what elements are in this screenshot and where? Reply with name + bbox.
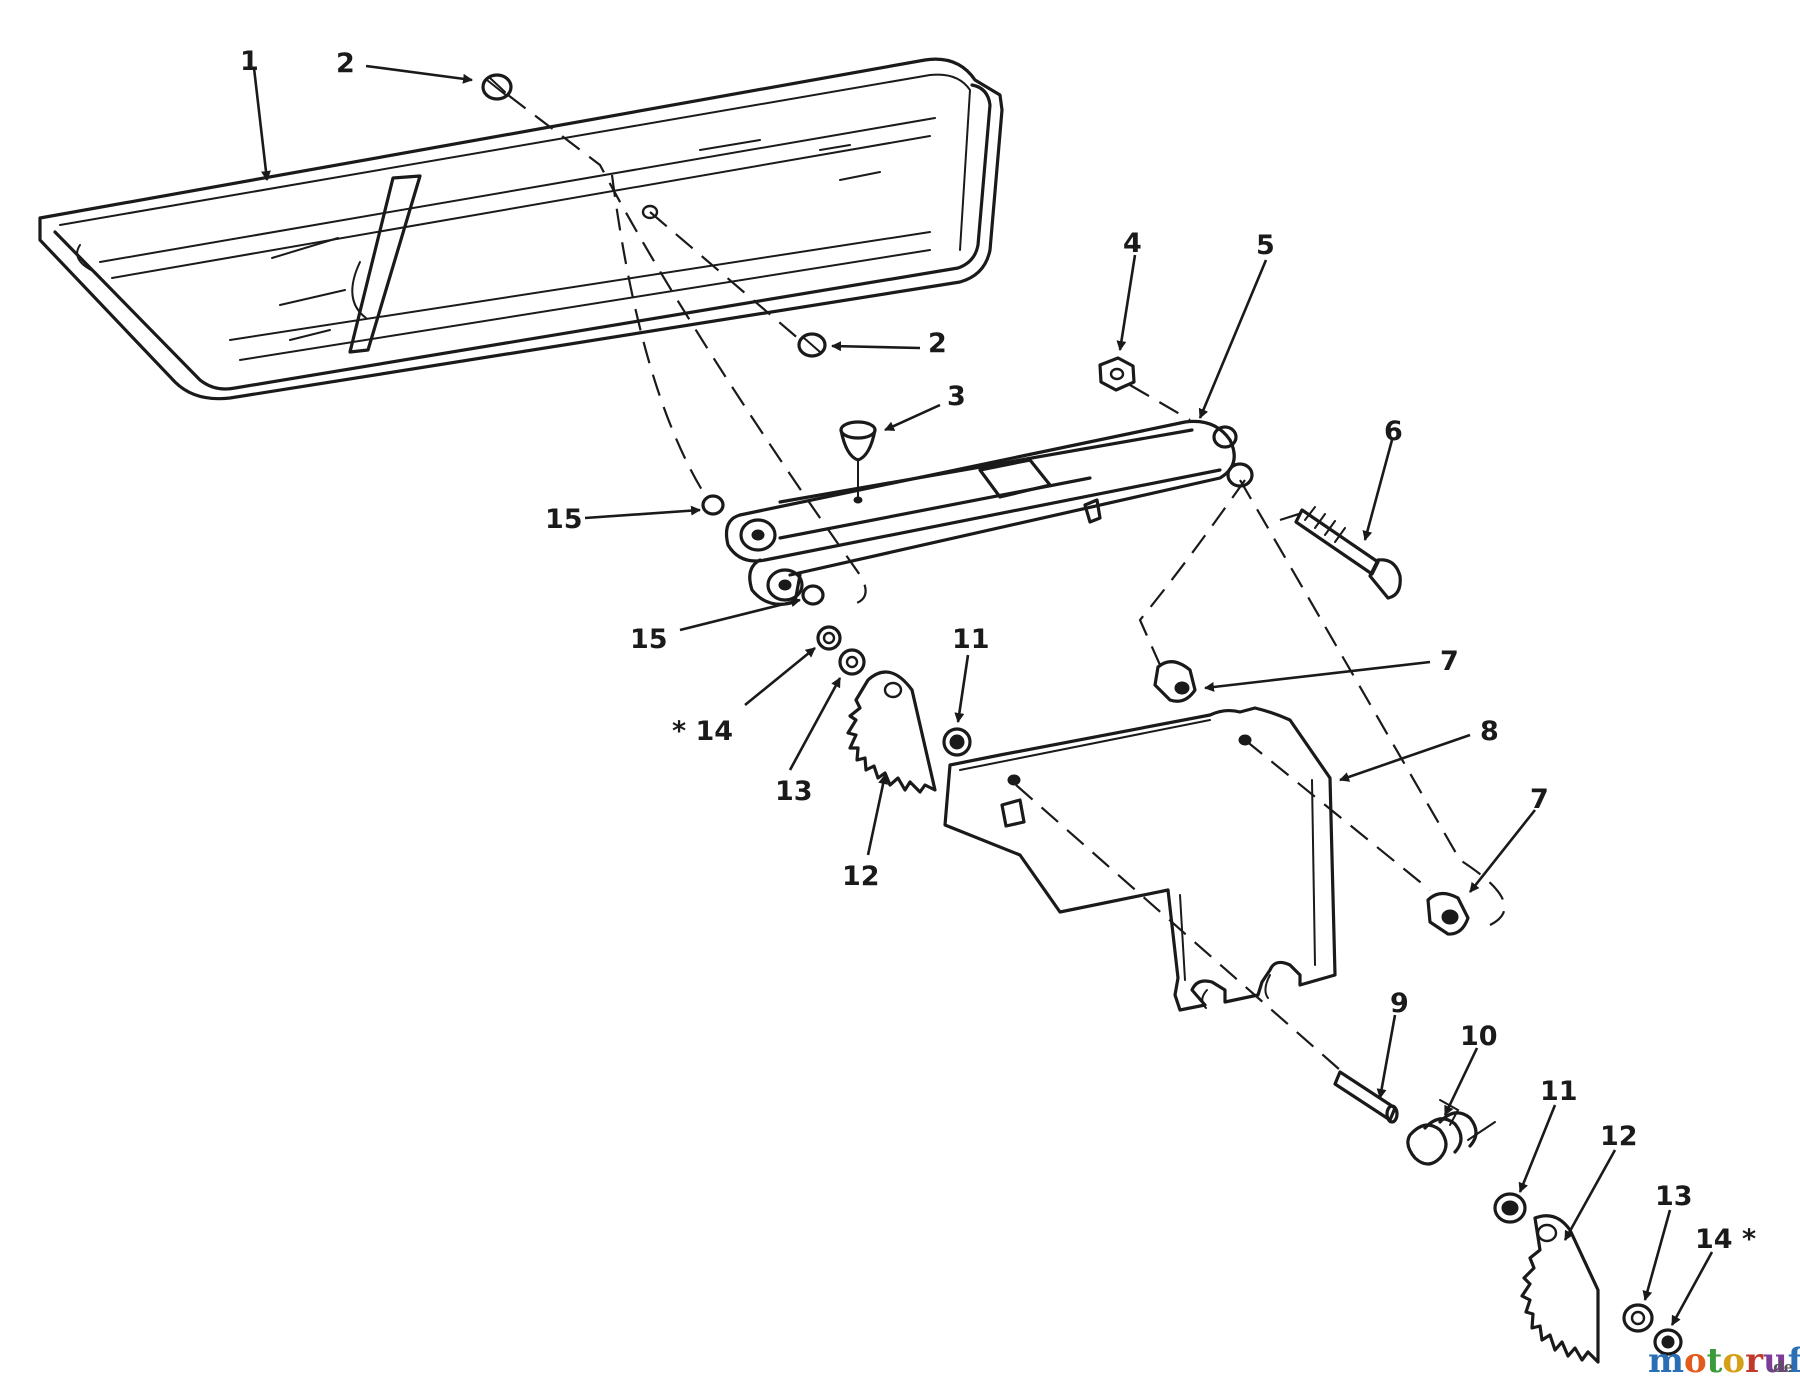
svg-text:motoruf: motoruf (1648, 1341, 1800, 1381)
callout-10: 10 (1460, 1021, 1498, 1052)
callout-13-right: 13 (1655, 1181, 1693, 1212)
callout-15-upper: 15 (545, 504, 583, 535)
part-5-linkage-arm (724, 419, 1254, 606)
callout-6: 6 (1384, 416, 1403, 447)
part-14-nut-right (1653, 1328, 1683, 1356)
callout-2-middle: 2 (928, 328, 947, 359)
watermark-letter: f (1788, 1341, 1800, 1381)
callout-13-left: 13 (775, 776, 813, 807)
callout-12-right: 12 (1600, 1121, 1638, 1152)
part-8-bracket (943, 706, 1337, 1012)
part-13-washer-left (838, 648, 866, 676)
watermark-letter: r (1745, 1341, 1764, 1381)
part-15-clip-lower (801, 584, 825, 606)
assembly-guide-lines (507, 94, 1506, 1071)
part-6-bolt (1294, 506, 1402, 600)
callout-14-left: * 14 (672, 716, 733, 747)
watermark-letter: u (1763, 1341, 1788, 1381)
watermark-letter: t (1707, 1341, 1723, 1381)
part-15-clip-upper (701, 494, 725, 516)
callout-7-upper: 7 (1440, 646, 1459, 677)
callout-14-right: 14 * (1695, 1224, 1756, 1255)
part-7-nut-lower (1426, 891, 1470, 936)
callout-2-top: 2 (336, 48, 355, 79)
callout-9: 9 (1390, 988, 1409, 1019)
part-13-washer-right (1622, 1303, 1654, 1333)
part-12-ratchet-left (846, 670, 937, 794)
part-14-nut-left (816, 625, 842, 651)
callout-leaders (252, 64, 1714, 1326)
watermark-suffix: .de (1768, 1358, 1793, 1376)
watermark-logo: motoruf .de (1648, 1341, 1800, 1381)
callout-7-lower: 7 (1530, 784, 1549, 815)
part-11-washer-left (942, 727, 972, 757)
part-12-ratchet-right (1520, 1214, 1600, 1364)
callout-3: 3 (947, 381, 966, 412)
part-9-pin (1333, 1070, 1399, 1124)
watermark-letter: m (1648, 1341, 1684, 1381)
part-1-table (38, 57, 1004, 401)
part-10-spring (1406, 1099, 1496, 1166)
callout-15-lower: 15 (630, 624, 668, 655)
part-11-washer-right (1493, 1192, 1527, 1224)
part-7-nut-upper (1153, 660, 1197, 703)
part-2-nut-top (481, 73, 513, 101)
watermark-letter: o (1722, 1341, 1745, 1381)
callout-8: 8 (1480, 716, 1499, 747)
callout-12-left: 12 (842, 861, 880, 892)
callout-11-right: 11 (1540, 1076, 1578, 1107)
callout-11-left: 11 (952, 624, 990, 655)
part-4-hex-nut (1098, 356, 1136, 392)
callout-5: 5 (1256, 230, 1275, 261)
callout-1: 1 (240, 46, 259, 77)
callout-numbers: 1 2 2 3 4 5 6 15 15 7 8 7 11 * 14 13 12 … (240, 46, 1756, 1255)
part-2-nut-middle (797, 332, 827, 358)
part-3-cap (839, 420, 877, 504)
callout-4: 4 (1123, 228, 1142, 259)
watermark-letter: o (1684, 1341, 1707, 1381)
